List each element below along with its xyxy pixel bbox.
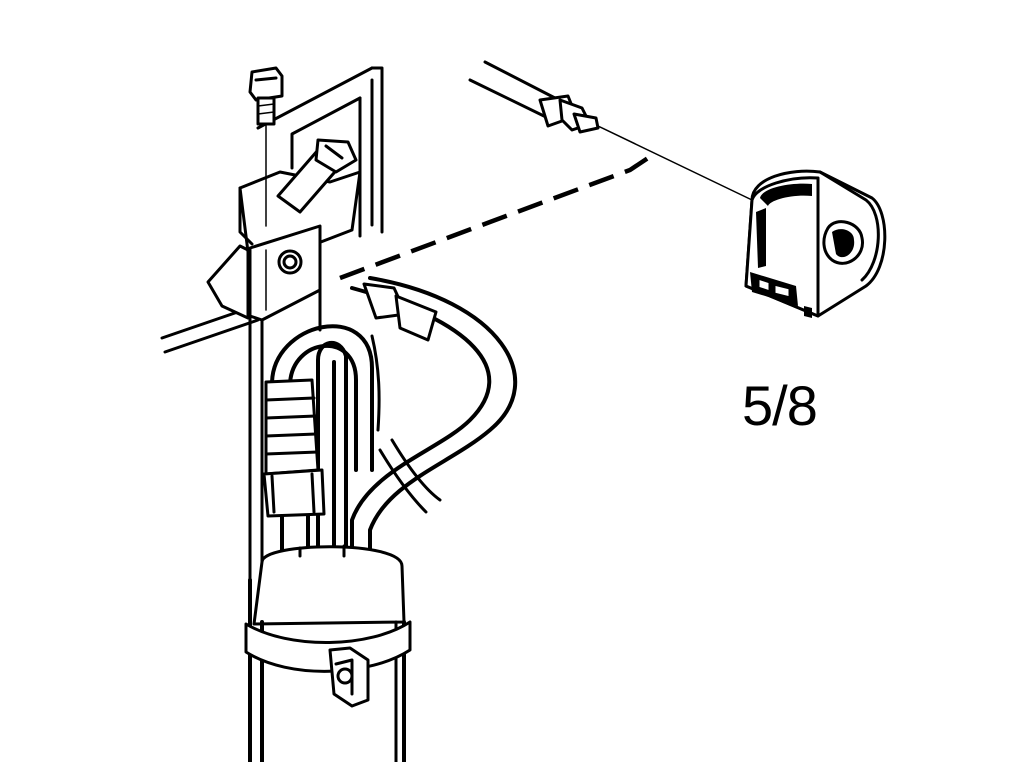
upper-ac-line bbox=[468, 60, 600, 134]
receiver-drier-canister bbox=[248, 544, 406, 762]
mounting-screw bbox=[248, 66, 284, 227]
hidden-line-dashed bbox=[339, 156, 650, 281]
canister-clamp bbox=[244, 620, 412, 708]
socket-size-label: 5/8 bbox=[742, 374, 818, 437]
socket-tool bbox=[744, 169, 887, 318]
mounting-bracket bbox=[206, 170, 362, 582]
bracket-bolt bbox=[276, 138, 358, 214]
inlet-pipe bbox=[316, 341, 348, 558]
ac-hose bbox=[350, 276, 518, 562]
socket-alignment-line bbox=[597, 125, 753, 201]
outlet-pipe-with-union bbox=[262, 324, 374, 558]
body-frame-panel bbox=[256, 66, 384, 238]
